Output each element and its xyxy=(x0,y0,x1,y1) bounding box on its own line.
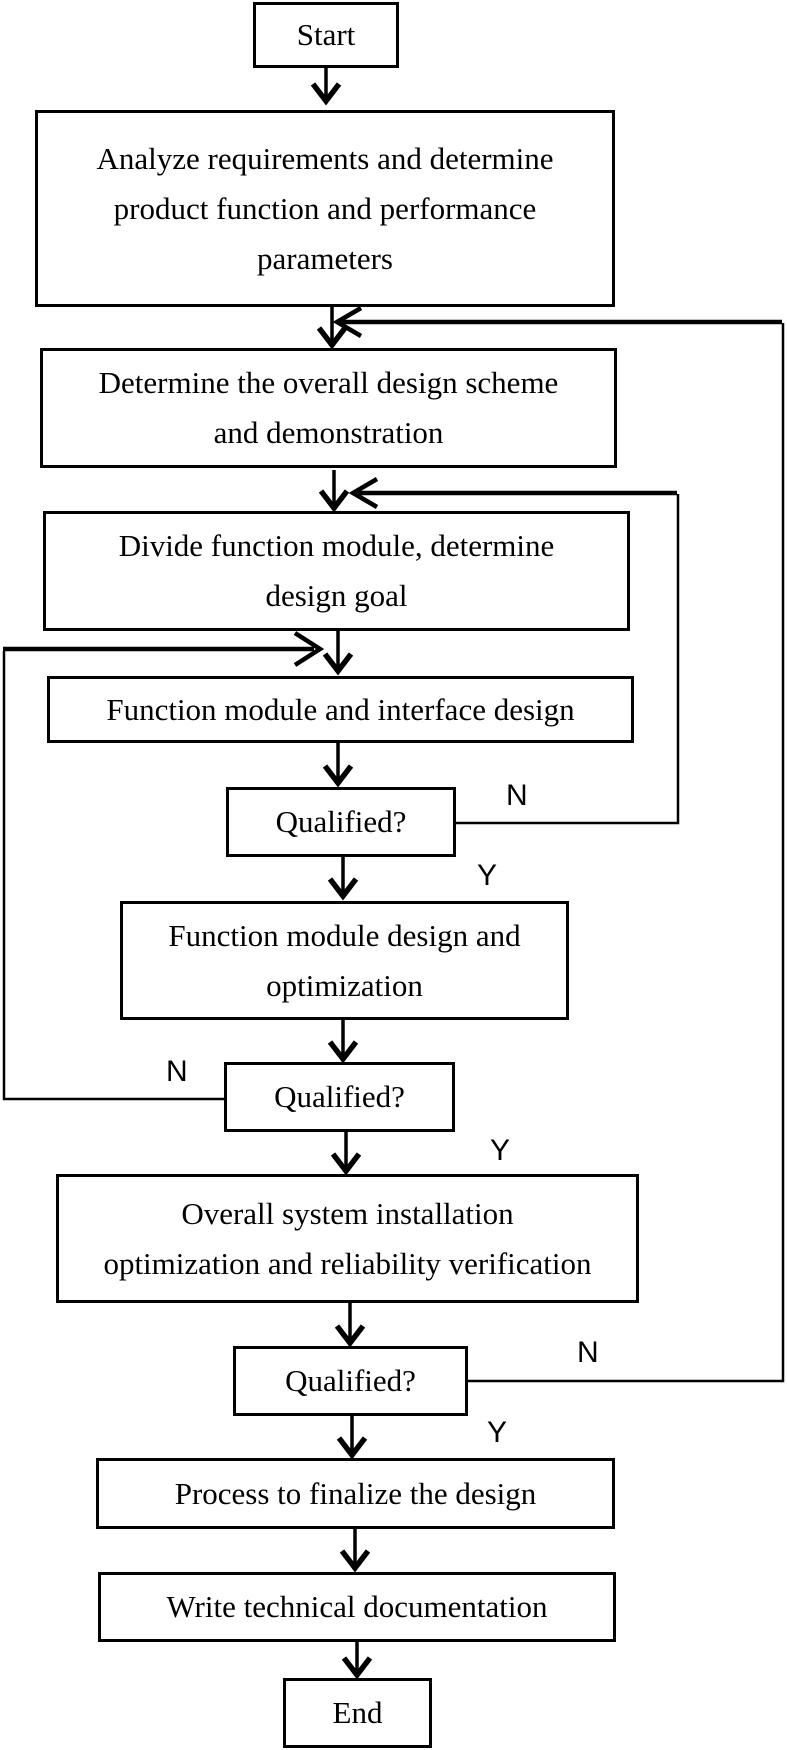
node-label: Qualified? xyxy=(274,1079,405,1114)
node-qualified-2: Qualified? xyxy=(224,1062,455,1132)
edge-label-q2-no: N xyxy=(166,1055,188,1088)
node-label: Process to finalize the design xyxy=(174,1475,537,1511)
node-technical-documentation: Write technical documentation xyxy=(98,1572,616,1642)
node-label: Qualified? xyxy=(275,804,407,839)
feedback-q1-no-loop xyxy=(348,477,680,825)
edge-label-q2-yes: Y xyxy=(490,1134,511,1167)
node-line: parameters xyxy=(257,240,393,276)
node-analyze-requirements: Analyze requirements and determine produ… xyxy=(35,110,615,307)
edge-label-q3-no: N xyxy=(577,1336,599,1369)
node-line: Determine the overall design scheme xyxy=(98,365,559,400)
node-label: Qualified? xyxy=(285,1363,416,1398)
node-line: and demonstration xyxy=(213,415,444,450)
arrow-q3-to-finalize xyxy=(336,1416,368,1460)
node-module-interface-design: Function module and interface design xyxy=(47,676,634,743)
arrow-optimize-to-q2 xyxy=(327,1020,359,1064)
node-overall-design-scheme: Determine the overall design scheme and … xyxy=(40,348,617,468)
node-finalize-design: Process to finalize the design xyxy=(96,1458,615,1529)
arrow-finalize-to-docs xyxy=(339,1529,371,1573)
node-end: End xyxy=(283,1678,432,1748)
node-line: product function and performance xyxy=(113,190,537,226)
node-line: optimization and reliability verificatio… xyxy=(103,1245,592,1281)
edge-label-q1-no: N xyxy=(506,779,528,812)
node-line: Overall system installation xyxy=(181,1195,514,1231)
node-system-installation-verification: Overall system installation optimization… xyxy=(56,1174,639,1303)
node-label: Function module and interface design xyxy=(106,691,575,727)
node-label: End xyxy=(332,1695,383,1730)
arrow-q1-to-optimize xyxy=(327,857,359,901)
arrow-docs-to-end xyxy=(341,1642,373,1680)
node-line: optimization xyxy=(266,967,423,1003)
node-line: Analyze requirements and determine xyxy=(96,140,554,176)
arrow-interface-to-q1 xyxy=(322,743,354,788)
arrow-overall-to-q3 xyxy=(334,1303,366,1348)
arrow-analyze-to-scheme xyxy=(316,307,348,350)
arrow-scheme-to-divide xyxy=(318,470,350,513)
feedback-q2-no-loop xyxy=(2,631,325,1101)
edge-label-q1-yes: Y xyxy=(477,859,498,892)
node-divide-function-module: Divide function module, determine design… xyxy=(43,511,630,631)
edge-label-q3-yes: Y xyxy=(487,1416,508,1449)
arrow-divide-to-interface xyxy=(322,631,354,676)
arrow-q2-to-overall xyxy=(330,1132,362,1176)
arrow-start-to-analyze xyxy=(310,68,342,106)
feedback-q3-no-loop xyxy=(332,306,785,1383)
node-qualified-1: Qualified? xyxy=(226,787,456,857)
node-start: Start xyxy=(253,2,399,68)
node-line: Divide function module, determine xyxy=(118,528,555,563)
node-qualified-3: Qualified? xyxy=(233,1346,468,1416)
node-module-design-optimization: Function module design and optimization xyxy=(120,901,569,1020)
node-label: Start xyxy=(296,17,356,52)
node-line: Function module design and xyxy=(168,917,521,953)
node-label: Write technical documentation xyxy=(166,1589,548,1624)
node-line: design goal xyxy=(265,578,408,613)
